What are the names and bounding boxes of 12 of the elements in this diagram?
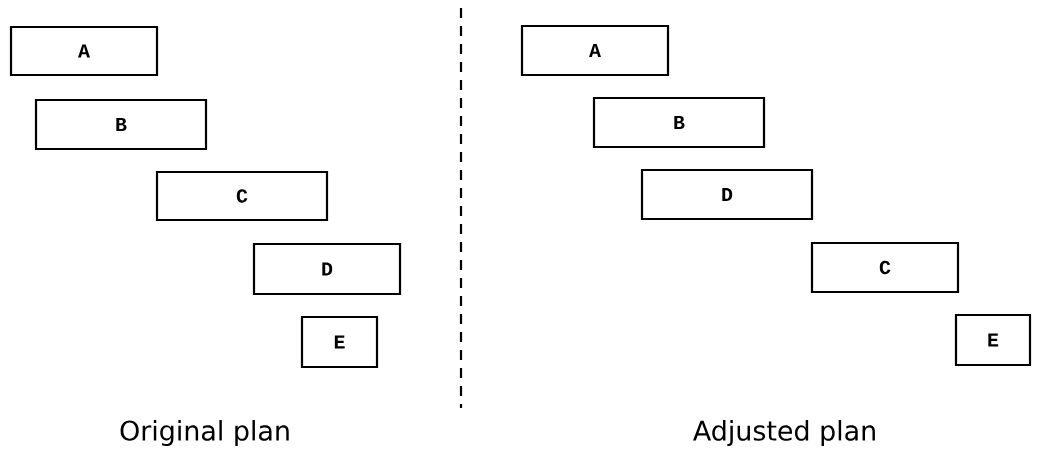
task-box: A (520, 24, 670, 77)
task-box: A (9, 25, 159, 77)
task-box: C (810, 241, 960, 294)
task-box: B (592, 96, 766, 149)
plan-caption: Original plan (120, 419, 289, 446)
task-box: E (300, 315, 379, 369)
task-box: E (954, 313, 1032, 367)
task-box: D (640, 168, 814, 221)
plan-caption: Adjusted plan (693, 419, 875, 446)
task-box: C (155, 170, 329, 222)
task-box: B (34, 98, 208, 151)
task-box: D (252, 242, 402, 296)
